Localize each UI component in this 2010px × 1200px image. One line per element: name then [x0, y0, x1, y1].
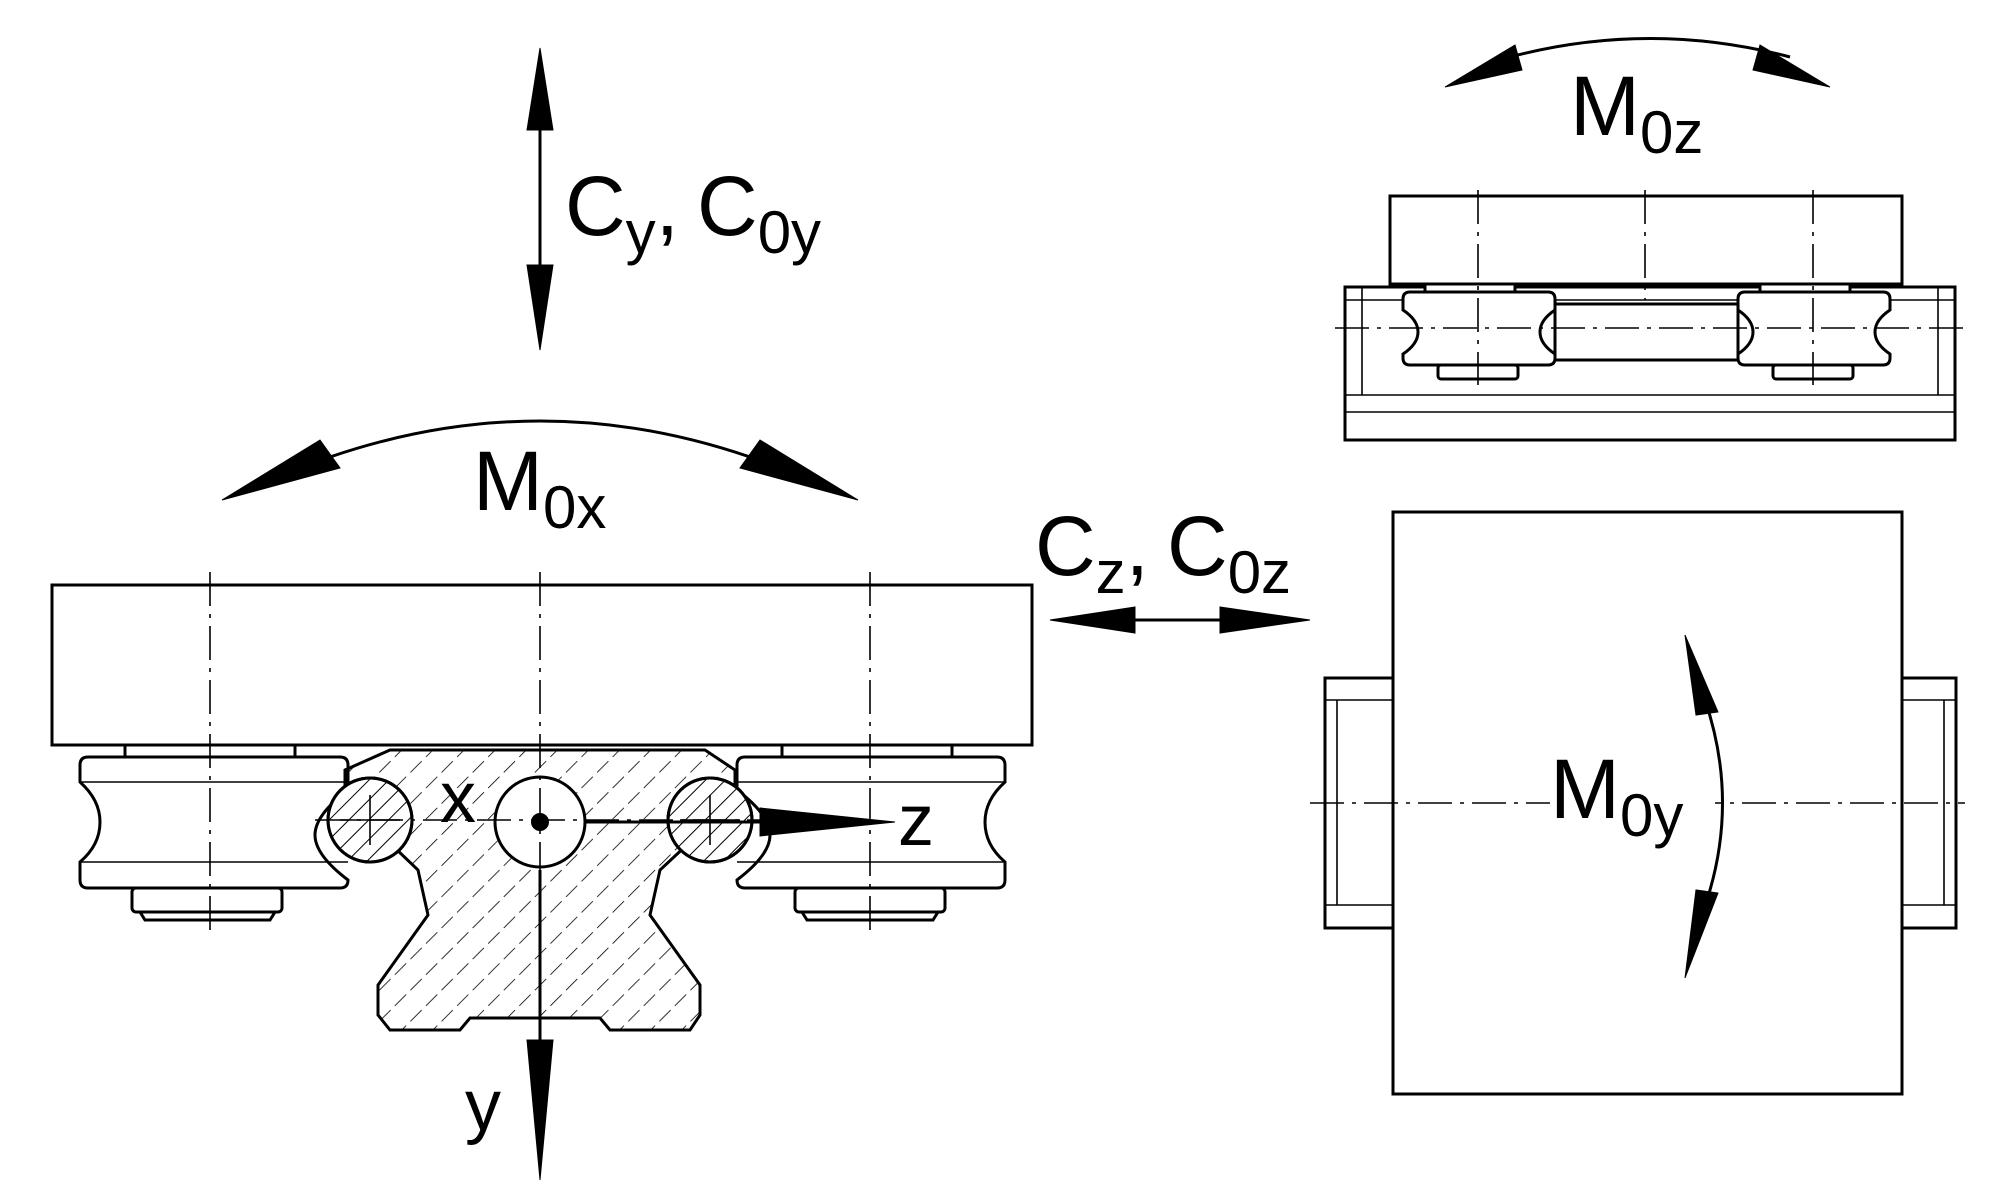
right-roller — [735, 743, 1007, 922]
axis-label-z: z — [898, 781, 934, 861]
force-z-label: Cz,C0z — [1035, 499, 1291, 606]
axis-label-x: x — [440, 758, 476, 838]
force-z-arrow-right — [1219, 606, 1311, 634]
moment-x-arrow-right — [739, 439, 859, 501]
carriage-plate — [50, 583, 1034, 747]
side-roller-right — [1736, 282, 1892, 381]
moment-z-arrow-left — [1444, 44, 1523, 88]
force-y-arrow-down — [526, 264, 554, 351]
axis-label-y: y — [465, 1066, 501, 1146]
moment-z-label: M0z — [1570, 59, 1703, 166]
y-axis-arrowhead — [526, 1039, 554, 1181]
left-roller — [78, 743, 350, 922]
z-axis-arrowhead — [759, 807, 896, 837]
side-view: M0z — [1335, 37, 1965, 442]
moment-y-label: M0y — [1550, 742, 1683, 849]
moment-z-arrow-right — [1752, 44, 1831, 88]
moment-y-arrow-up — [1684, 634, 1719, 716]
moment-x-arrow-left — [221, 439, 341, 501]
side-roller-left — [1401, 282, 1557, 381]
force-z: Cz,C0z — [1035, 499, 1311, 634]
force-y-arrow-up — [526, 47, 554, 131]
moment-y-arrow-down — [1684, 889, 1719, 979]
force-z-arrow-left — [1049, 606, 1136, 634]
force-y-label: Cy,C0y — [565, 159, 821, 266]
front-view: z x y Cy,C0y M0x — [50, 47, 1034, 1181]
moment-x-label: M0x — [473, 434, 606, 541]
top-view: M0y — [1310, 510, 1965, 1096]
